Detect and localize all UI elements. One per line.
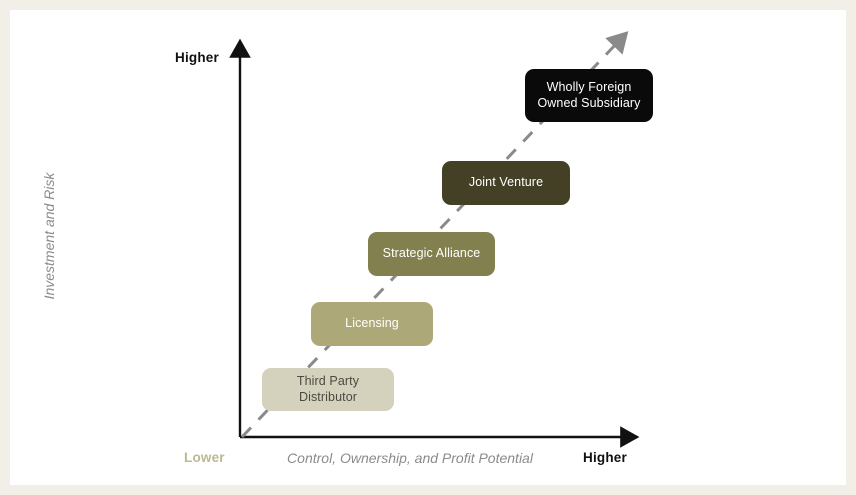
node-label: Joint Venture [468,175,544,190]
node-strategic-alliance[interactable]: Strategic Alliance [368,232,495,276]
y-axis-higher-label: Higher [175,50,219,65]
node-third-party-distributor[interactable]: Third Party Distributor [262,368,394,411]
node-licensing[interactable]: Licensing [311,302,433,346]
node-label: Wholly Foreign Owned Subsidiary [537,80,640,111]
y-axis-title: Investment and Risk [41,172,57,300]
node-label: Third Party Distributor [297,374,359,405]
node-joint-venture[interactable]: Joint Venture [442,161,570,205]
node-label-line2: Distributor [298,389,358,404]
node-label-line1: Third Party [296,374,360,389]
chart-card: Higher Investment and Risk Lower Control… [10,10,846,485]
node-label-line2: Owned Subsidiary [537,95,641,110]
node-wholly-foreign-owned-subsidiary[interactable]: Wholly Foreign Owned Subsidiary [525,69,653,122]
node-label: Licensing [345,316,399,331]
chart-plot-area: Higher Investment and Risk Lower Control… [10,10,846,485]
node-label-line1: Wholly Foreign [546,80,632,95]
x-axis-higher-label: Higher [583,450,627,465]
x-axis-lower-label: Lower [184,450,225,465]
x-axis-title: Control, Ownership, and Profit Potential [287,450,533,466]
node-label: Strategic Alliance [382,246,481,261]
